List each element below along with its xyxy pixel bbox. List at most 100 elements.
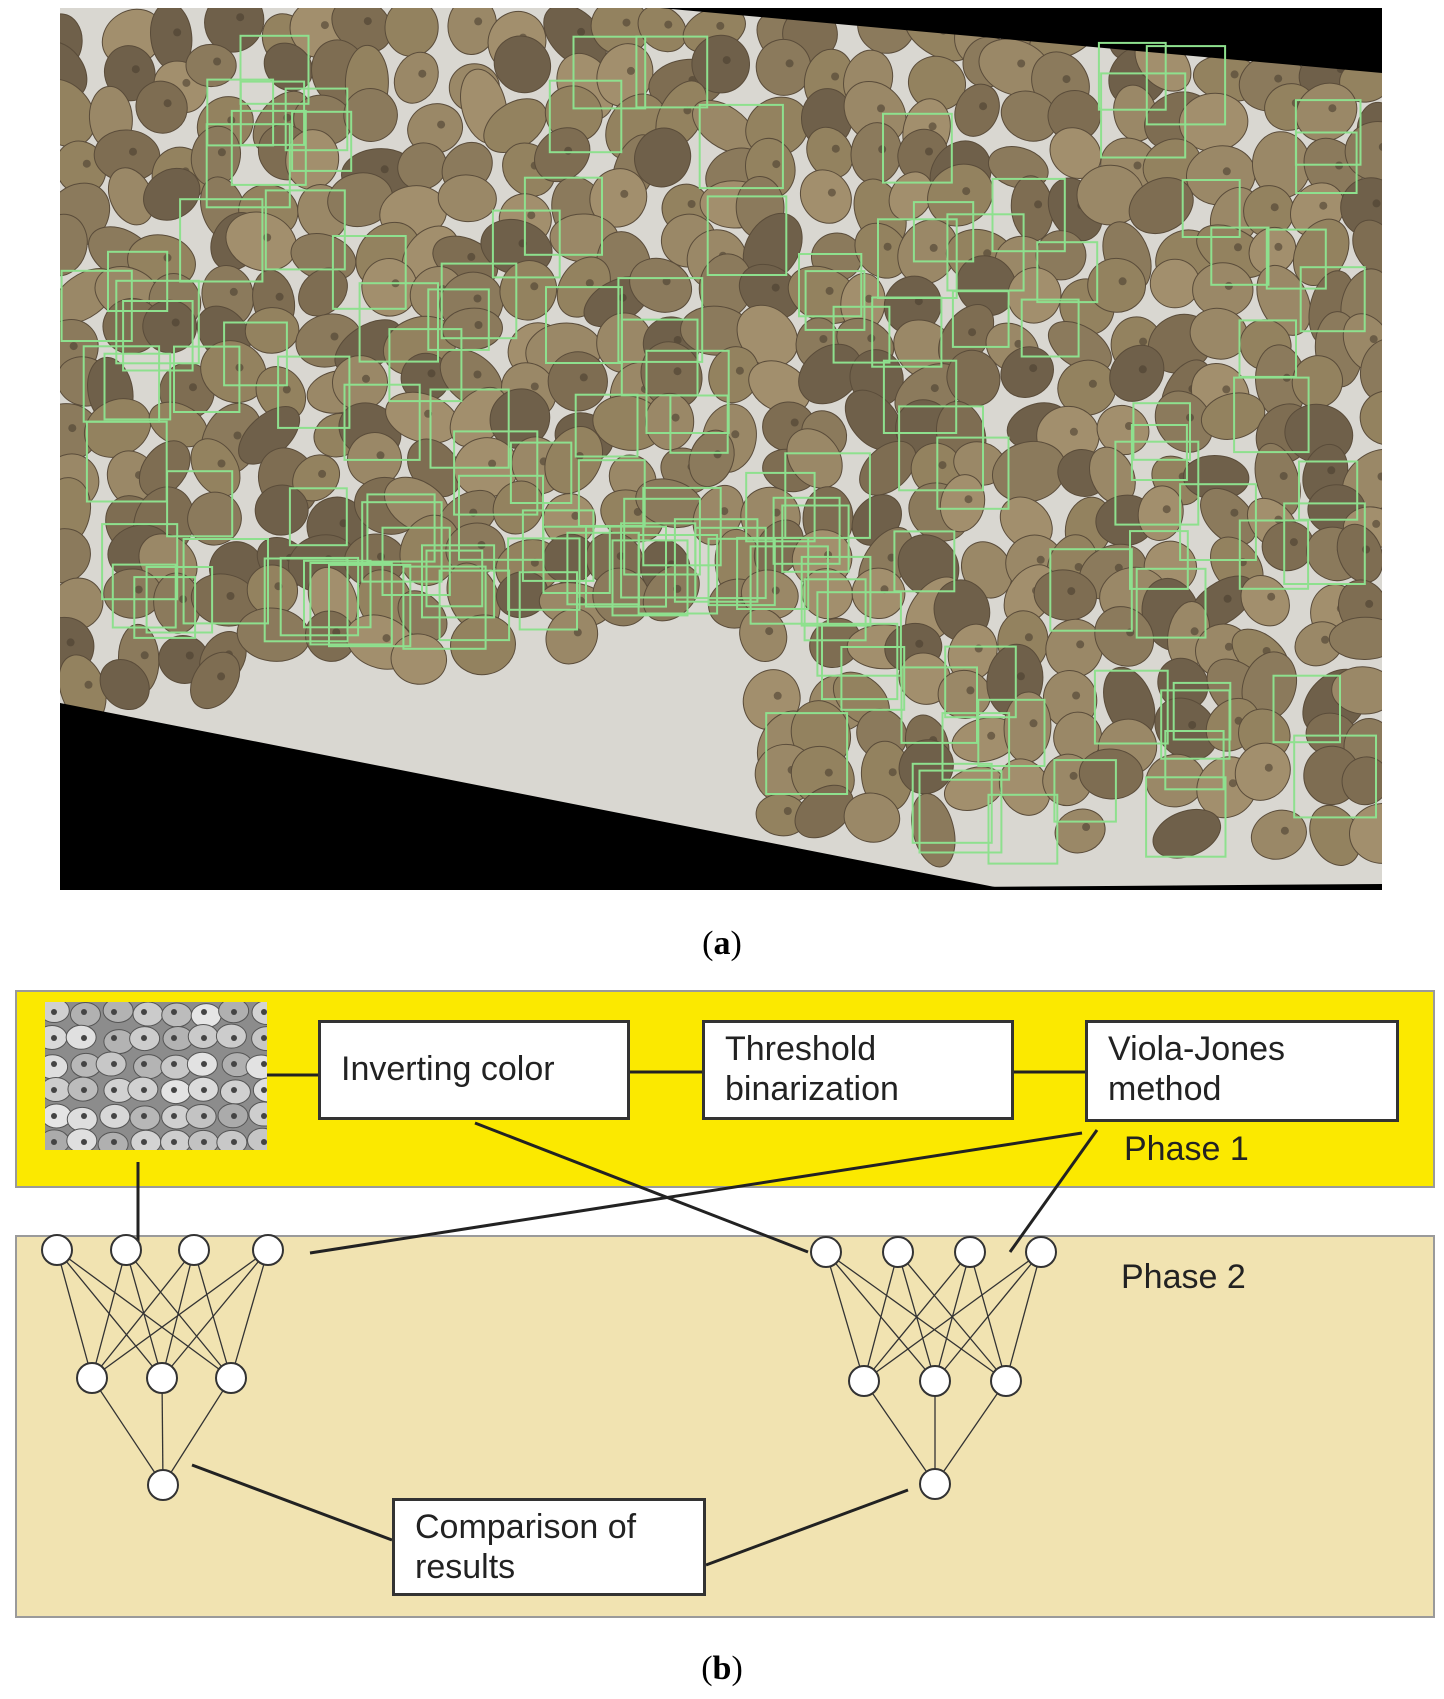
detection-box: [1132, 402, 1192, 461]
potato-spot: [1062, 75, 1071, 84]
detection-box: [987, 793, 1059, 865]
detection-box: [871, 296, 943, 368]
detection-box: [1181, 179, 1241, 238]
potato-spot: [819, 335, 828, 343]
gray-potato: [248, 1101, 267, 1127]
potato-spot: [1029, 719, 1038, 728]
network-node: [990, 1365, 1022, 1397]
inverting-color-box: Inverting color: [318, 1020, 630, 1120]
potato-spot: [129, 147, 137, 156]
potato: [534, 127, 591, 183]
potato-spot: [282, 385, 291, 394]
detection-box: [277, 355, 351, 429]
potato-spot: [1036, 555, 1045, 564]
gray-potato-spot: [111, 1139, 117, 1145]
detection-box: [521, 509, 595, 582]
potato-spot: [938, 461, 947, 470]
potato-spot: [824, 768, 833, 777]
potato: [1292, 218, 1350, 286]
potato-spot: [530, 382, 539, 391]
gray-potato-spot: [141, 1061, 147, 1067]
potato-spot: [320, 21, 329, 30]
potato-spot: [790, 418, 799, 427]
gray-potato-spot: [231, 1113, 237, 1119]
potato-spot: [1034, 200, 1043, 209]
detection-box: [1298, 460, 1359, 521]
network-edge: [91, 1249, 195, 1379]
detection-box: [358, 282, 440, 363]
potato-spot: [773, 691, 782, 700]
gray-potato: [247, 1127, 267, 1150]
gray-potato-spot: [201, 1035, 207, 1041]
gray-potato-spot: [231, 1061, 237, 1067]
potato-spot: [929, 243, 938, 252]
potato-spot: [579, 373, 588, 382]
potato-spot: [577, 27, 586, 36]
potato: [1341, 756, 1382, 806]
detection-box: [1114, 440, 1200, 526]
gray-potato-spot: [141, 1113, 147, 1119]
detection-box: [798, 253, 863, 318]
potato-spot: [1126, 628, 1135, 637]
diagram-connectors: [41, 1070, 1099, 1567]
potato: [1152, 808, 1222, 859]
gray-potato: [161, 1002, 193, 1028]
potato-spot: [376, 451, 385, 460]
detection-box: [1097, 41, 1167, 111]
potato-spot: [233, 431, 242, 440]
potato-spot: [968, 328, 977, 337]
detection-box: [101, 523, 179, 601]
potato-spot: [1222, 167, 1231, 176]
link-comparison-to-right-output: [705, 1488, 909, 1567]
gray-potato-spot: [231, 1139, 237, 1145]
potato: [1328, 616, 1382, 661]
potato-spot: [720, 507, 729, 516]
detection-box: [623, 497, 701, 576]
potato-spot: [134, 585, 143, 594]
phase-2-label: Phase 2: [1121, 1258, 1246, 1296]
viola-jones-line2: method: [1108, 1070, 1222, 1108]
potato-spot: [131, 65, 140, 74]
detection-boxes: [60, 34, 1377, 865]
potato-spot: [1029, 364, 1038, 373]
network-edge: [161, 1377, 164, 1486]
network-node: [848, 1365, 880, 1397]
potato: [954, 83, 1000, 137]
potato-spot: [236, 13, 245, 22]
gray-potato: [102, 1002, 134, 1023]
potato-spot: [1138, 365, 1147, 374]
network-node: [178, 1234, 210, 1266]
potato: [60, 213, 88, 277]
detection-box: [509, 441, 573, 505]
network-edge: [161, 1249, 269, 1379]
gray-potato-spot: [51, 1139, 57, 1145]
gray-potato-spot: [171, 1113, 177, 1119]
detection-box: [1160, 689, 1231, 760]
gray-potato-spot: [51, 1113, 57, 1119]
phase-2-panel: [15, 1235, 1435, 1618]
potato: [688, 429, 735, 488]
threshold-line2: binarization: [725, 1070, 899, 1108]
potato: [254, 484, 309, 536]
potato: [843, 792, 901, 843]
potato: [854, 222, 909, 279]
potato: [1234, 742, 1291, 801]
network-node: [147, 1469, 179, 1501]
potato-spot: [213, 57, 222, 66]
detection-box: [936, 436, 1010, 510]
gray-potato-spot: [81, 1113, 87, 1119]
potato: [1137, 485, 1184, 541]
gray-potato-spot: [261, 1009, 267, 1015]
gray-potato: [66, 1128, 98, 1150]
detection-box: [912, 201, 975, 263]
potato-spot: [226, 592, 235, 600]
potato-spot: [831, 72, 840, 81]
gray-potato-spot: [81, 1087, 87, 1093]
potato-spot: [1072, 691, 1081, 700]
potato-spot: [1362, 545, 1371, 554]
potato-spot: [1017, 59, 1026, 68]
potato: [927, 163, 994, 227]
potato-spot: [687, 200, 696, 208]
detection-box: [230, 109, 307, 186]
potato-spot: [1365, 599, 1374, 608]
